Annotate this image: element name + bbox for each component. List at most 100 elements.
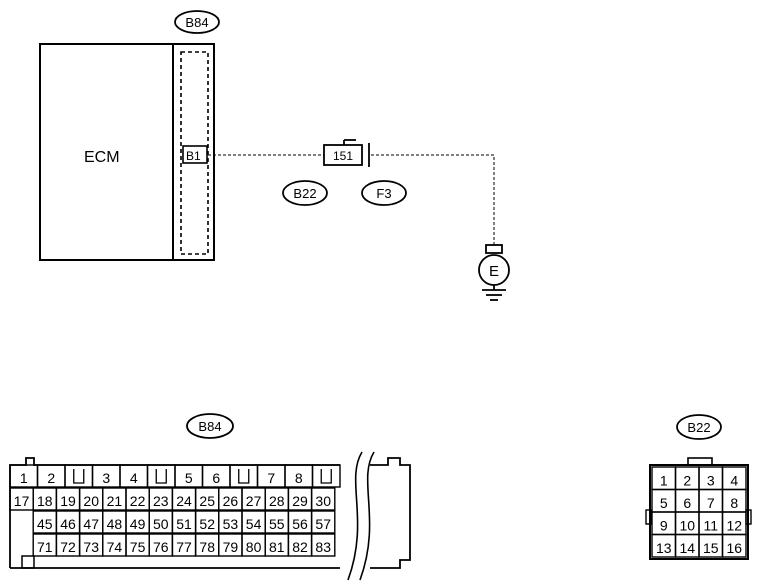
pin-number: 53 [223, 516, 239, 532]
ecm-pin-label: B1 [186, 149, 201, 163]
wire-splice-to-ground [371, 154, 495, 245]
ecm-unit [39, 43, 215, 261]
pin-number: 54 [246, 516, 262, 532]
pin-number: 30 [315, 493, 331, 509]
splice-tag-left [282, 180, 328, 206]
pin-number: 71 [37, 539, 53, 555]
pin-number: 9 [660, 518, 668, 534]
ecm-pin-box [182, 145, 208, 164]
pin-number: 81 [269, 539, 285, 555]
pin-number: 5 [185, 470, 193, 486]
pin-number: 24 [176, 493, 192, 509]
pin-cell [64, 464, 94, 488]
pin-number: 8 [730, 495, 738, 511]
pin-number: 13 [656, 540, 672, 556]
pin-number: 5 [660, 495, 668, 511]
pin-number: 78 [199, 539, 215, 555]
pin-number: 3 [102, 470, 110, 486]
pin-number: 72 [60, 539, 76, 555]
splice-label: 151 [333, 149, 353, 163]
pin-number: 83 [315, 539, 331, 555]
pin-number: 26 [223, 493, 239, 509]
pin-number: 50 [153, 516, 169, 532]
pin-number: 3 [707, 473, 715, 489]
ecm-label: ECM [84, 149, 120, 166]
ecm-connector-tag [174, 10, 220, 34]
pin-number: 14 [679, 540, 695, 556]
pin-number: 75 [130, 539, 146, 555]
pin-number: 6 [212, 470, 220, 486]
pin-number: 47 [83, 516, 99, 532]
b84-break-line-right [359, 451, 375, 581]
pin-number: 80 [246, 539, 262, 555]
splice-tag-right [361, 180, 407, 206]
pin-number: 4 [130, 470, 138, 486]
empty-slot-icon [238, 469, 250, 484]
b84-connector-tag [186, 413, 234, 439]
pin-number: 76 [153, 539, 169, 555]
pin-cell [310, 510, 336, 534]
pin-cell [146, 464, 176, 488]
ground-symbol [478, 244, 510, 301]
splice-connector [323, 139, 370, 167]
connector-latch [745, 509, 752, 525]
pin-number: 15 [703, 540, 719, 556]
pin-number: 73 [83, 539, 99, 555]
pin-number: 18 [37, 493, 53, 509]
empty-slot-icon [320, 469, 332, 484]
pin-cell [311, 464, 341, 488]
pin-number: 57 [315, 516, 331, 532]
pin-number: 2 [47, 470, 55, 486]
pin-number: 1 [20, 470, 28, 486]
pin-number: 56 [292, 516, 308, 532]
ecm-connector-tag-label: B84 [185, 15, 208, 30]
b84-connector-tag-label: B84 [198, 419, 221, 434]
pin-number: 12 [726, 518, 742, 534]
pin-number: 4 [730, 473, 738, 489]
pin-number: 10 [679, 518, 695, 534]
pin-number: 77 [176, 539, 192, 555]
pin-number: 21 [107, 493, 123, 509]
pin-number: 19 [60, 493, 76, 509]
pin-number: 27 [246, 493, 262, 509]
pin-number: 17 [14, 493, 30, 509]
connector-latch [645, 509, 652, 525]
splice-tag-left-label: B22 [293, 186, 316, 201]
pin-number: 7 [707, 495, 715, 511]
pin-number: 1 [660, 473, 668, 489]
pin-number: 29 [292, 493, 308, 509]
pin-number: 7 [267, 470, 275, 486]
pin-number: 25 [199, 493, 215, 509]
pin-number: 79 [223, 539, 239, 555]
pin-cell [310, 533, 336, 557]
pin-number: 51 [176, 516, 192, 532]
splice-tag-right-label: F3 [376, 186, 391, 201]
ecm-connector-block [180, 51, 209, 255]
pin-number: 49 [130, 516, 146, 532]
pin-number: 16 [726, 540, 742, 556]
pin-number: 20 [83, 493, 99, 509]
pin-number: 23 [153, 493, 169, 509]
b84-break-line-left [347, 451, 363, 581]
pin-number: 74 [107, 539, 123, 555]
pin-number: 82 [292, 539, 308, 555]
pin-number: 48 [107, 516, 123, 532]
pin-cell [721, 533, 747, 558]
pin-cell [310, 487, 336, 511]
pin-number: 46 [60, 516, 76, 532]
empty-slot-icon [73, 469, 85, 484]
ground-label: E [489, 263, 499, 280]
pin-number: 28 [269, 493, 285, 509]
pin-cell [229, 464, 259, 488]
pin-number: 11 [703, 518, 718, 534]
pin-number: 2 [683, 473, 691, 489]
pin-number: 6 [683, 495, 691, 511]
b22-connector-tag [676, 414, 722, 440]
pin-number: 52 [199, 516, 215, 532]
pin-number: 22 [130, 493, 146, 509]
b22-connector-tag-label: B22 [687, 420, 710, 435]
empty-slot-icon [155, 469, 167, 484]
